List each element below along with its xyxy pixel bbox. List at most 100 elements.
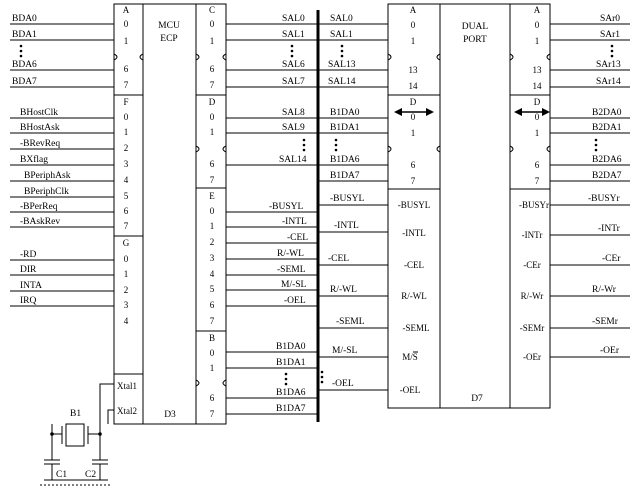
mcu-port-d-label: D (209, 97, 216, 107)
mcu-port-b-pin0: 0 (210, 348, 215, 358)
mcu-port-g-pin: 2 (124, 285, 129, 295)
signal-irq: IRQ (20, 296, 37, 306)
signal-cer: -CEr (602, 254, 621, 264)
mcu-port-a-pin6: 6 (124, 64, 129, 74)
bus-b1da1: B1DA1 (330, 123, 360, 133)
signal-sal6: SAL6 (282, 60, 305, 70)
signal-b1da0-mcu: B1DA0 (276, 342, 306, 352)
signal-msl-mcu: M/-SL (281, 280, 307, 290)
signal-b1da1-mcu: B1DA1 (276, 358, 306, 368)
dp-left-busyl: -BUSYL (398, 200, 431, 210)
bus-b1da6: B1DA6 (330, 155, 360, 165)
signal-brevreq: -BRevReq (20, 139, 60, 149)
mcu-port-a-pin1: 1 (124, 36, 129, 46)
signal-bda6: BDA6 (12, 60, 37, 70)
dp-right-d-label: D (534, 97, 541, 107)
signal-bxflag: BXflag (20, 154, 48, 165)
mcu-port-g-pins: 0 1 2 3 4 (124, 254, 129, 326)
mcu-port-g-pin: 0 (124, 254, 129, 264)
signal-rwl-mcu: R/-WL (277, 249, 304, 259)
dualport-title-2: PORT (463, 35, 487, 45)
mcu-port-g-label: G (123, 238, 130, 248)
dualport-title-1: DUAL (462, 22, 489, 32)
signal-sal9: SAL9 (282, 123, 305, 133)
signal-sar1: SAr1 (600, 30, 620, 40)
mcu-port-e-pin: 0 (210, 206, 215, 216)
mcu-port-b-pin7: 7 (210, 409, 215, 419)
signal-semr: -SEMr (592, 317, 619, 327)
mcu-port-g-pin: 4 (124, 316, 129, 326)
dp-right-a-pin1: 1 (535, 36, 540, 46)
signal-rwr: R/-Wr (592, 285, 617, 295)
signal-sal8: SAL8 (282, 108, 305, 118)
signal-sar0: SAr0 (600, 14, 620, 24)
dp-right-oer: -OEr (523, 352, 541, 362)
mcu-port-d-pin6: 6 (210, 159, 215, 169)
mcu-title-2: ECP (160, 34, 177, 44)
mcu-port-e-pin: 1 (210, 221, 215, 231)
signal-b2da0: B2DA0 (592, 108, 622, 118)
mcu-port-c-pin7: 7 (210, 80, 215, 90)
mcu-port-b-pin6: 6 (210, 393, 215, 403)
mcu-port-d-pin0: 0 (210, 112, 215, 122)
signal-bda0: BDA0 (12, 14, 37, 24)
dp-left-oel: -OEL (400, 385, 421, 395)
mcu-port-e-pin: 5 (210, 284, 215, 294)
signal-busyl-mcu: -BUSYL (269, 202, 304, 212)
xtal1-label: Xtal1 (117, 381, 137, 391)
bus-intl: -INTL (334, 221, 359, 231)
signal-b1da7-mcu: B1DA7 (276, 404, 306, 414)
mcu-right-wires: SAL0 SAL1 SAL6 SAL7 SAL8 SAL9 SAL14 -BUS… (226, 14, 318, 415)
dp-left-a-label: A (410, 5, 417, 15)
dualport-block: DUAL PORT D7 A 0 1 13 14 D 0 1 6 7 -BUSY… (387, 3, 551, 409)
dp-right-d-pin0: 0 (535, 112, 540, 122)
dp-right-busyr: -BUSYr (519, 200, 549, 210)
mcu-port-e-pins: 0 1 2 3 4 5 6 7 (210, 206, 215, 326)
dp-left-d-label: D (410, 97, 417, 107)
dp-left-rwl: R/-WL (401, 291, 427, 301)
mcu-block: MCU ECP D3 A 0 1 6 7 F 0 1 2 3 4 5 6 7 G… (113, 3, 227, 425)
signal-seml-mcu: -SEML (277, 265, 306, 275)
signal-oel-mcu: -OEL (284, 296, 306, 306)
signal-bperreq: -BPerReq (20, 202, 58, 212)
signal-b2da7: B2DA7 (592, 171, 622, 181)
mcu-port-d-pin1: 1 (210, 127, 215, 137)
mcu-port-f-pin: 2 (124, 143, 129, 153)
cap-c2-label: C2 (85, 470, 96, 480)
mcu-port-f-pin: 4 (124, 175, 129, 185)
bus-oel: -OEL (332, 379, 354, 389)
dp-left-a-pin14: 14 (409, 81, 419, 91)
bus-b1da7: B1DA7 (330, 171, 360, 181)
mcu-port-b-pin1: 1 (210, 363, 215, 373)
dp-left-cel: -CEL (404, 260, 424, 270)
mcu-port-f-pin: 6 (124, 206, 129, 216)
mcu-port-c-pin0: 0 (210, 19, 215, 29)
mcu-port-f-pin: 3 (124, 159, 129, 169)
dp-right-a-pin13: 13 (533, 65, 543, 75)
signal-bhostclk: BHostClk (20, 108, 58, 118)
mcu-title-1: MCU (158, 21, 180, 31)
signal-b2da1: B2DA1 (592, 123, 622, 133)
signal-sar13: SAr13 (596, 60, 621, 70)
mcu-port-f-pin: 0 (124, 112, 129, 122)
bus-sal0: SAL0 (330, 14, 353, 24)
mcu-port-a-pin7: 7 (124, 80, 129, 90)
bus-cel: -CEL (328, 254, 349, 264)
mcu-port-e-pin: 4 (210, 269, 215, 279)
dp-left-a-pin13: 13 (409, 65, 419, 75)
signal-baskrev: -BAskRev (20, 217, 60, 227)
bus-busyl: -BUSYL (330, 194, 365, 204)
crystal-circuit: B1 C1 C2 (40, 383, 114, 486)
mcu-port-e-pin: 7 (210, 316, 215, 326)
signal-inta: INTA (20, 281, 42, 291)
mcu-port-g-pin: 3 (124, 300, 129, 310)
signal-intl-mcu: -INTL (282, 217, 307, 227)
bus-msl: M/-SL (332, 346, 358, 356)
mcu-port-b-label: B (209, 333, 215, 343)
dp-right-d-pin6: 6 (535, 160, 540, 170)
signal-b1da6-mcu: B1DA6 (276, 388, 306, 398)
signal-bhostask: BHostAsk (20, 123, 60, 133)
dp-right-rwr: R/-Wr (521, 291, 544, 301)
signal-sal0-left: SAL0 (282, 14, 305, 24)
